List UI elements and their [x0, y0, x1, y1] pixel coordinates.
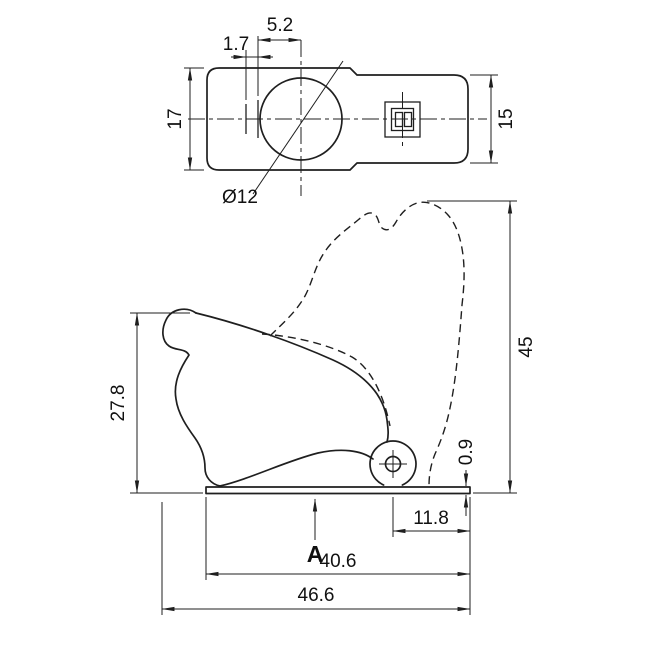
- guard-top-edge: [195, 312, 389, 443]
- top-view: 17 15 5.2 1.7 Ø12: [165, 15, 517, 208]
- dim-hole-diameter-label: Ø12: [222, 187, 258, 208]
- view-direction-a: A: [307, 498, 324, 567]
- dim-flat-offset-label: 1.7: [223, 34, 249, 55]
- switch-body-outline: [206, 67, 469, 171]
- dim-base-thickness-label: 0.9: [456, 439, 477, 465]
- dim-closed-height: 27.8: [108, 312, 203, 494]
- dim-base-length-label: 40.6: [320, 551, 357, 572]
- guard-open-outline: [269, 201, 465, 487]
- dim-open-height: 45: [427, 200, 537, 494]
- guard-left-profile: [162, 308, 221, 487]
- side-view: 27.8 45 0.9 11.8 40.6: [108, 200, 537, 615]
- dim-pivot-to-end-label: 11.8: [413, 508, 449, 529]
- dim-height-left: 17: [165, 67, 204, 171]
- dim-closed-height-label: 27.8: [108, 385, 129, 422]
- dim-overall-length: 46.6: [161, 585, 471, 612]
- base-plate: [205, 486, 471, 495]
- dim-pivot-to-end: 11.8: [392, 508, 471, 534]
- dim-flat-offset: 1.7: [223, 34, 273, 100]
- dim-open-height-label: 45: [516, 336, 537, 357]
- dim-overall-length-label: 46.6: [298, 585, 335, 606]
- dim-hole-diameter: Ø12: [222, 60, 344, 208]
- dim-base-length: 40.6: [205, 551, 471, 577]
- dim-hole-offset: 5.2: [257, 15, 302, 96]
- dim-base-thickness: 0.9: [456, 439, 477, 516]
- dim-height-right-label: 15: [496, 108, 517, 129]
- hole-leader-line: [252, 60, 344, 195]
- dim-height-left-label: 17: [165, 108, 186, 129]
- pivot-boss: [369, 440, 417, 486]
- dim-hole-offset-label: 5.2: [267, 15, 293, 36]
- dim-height-right: 15: [470, 74, 517, 164]
- guard-underside: [219, 449, 374, 487]
- guard-open-inner-edge: [261, 333, 391, 427]
- view-a-label: A: [307, 541, 324, 567]
